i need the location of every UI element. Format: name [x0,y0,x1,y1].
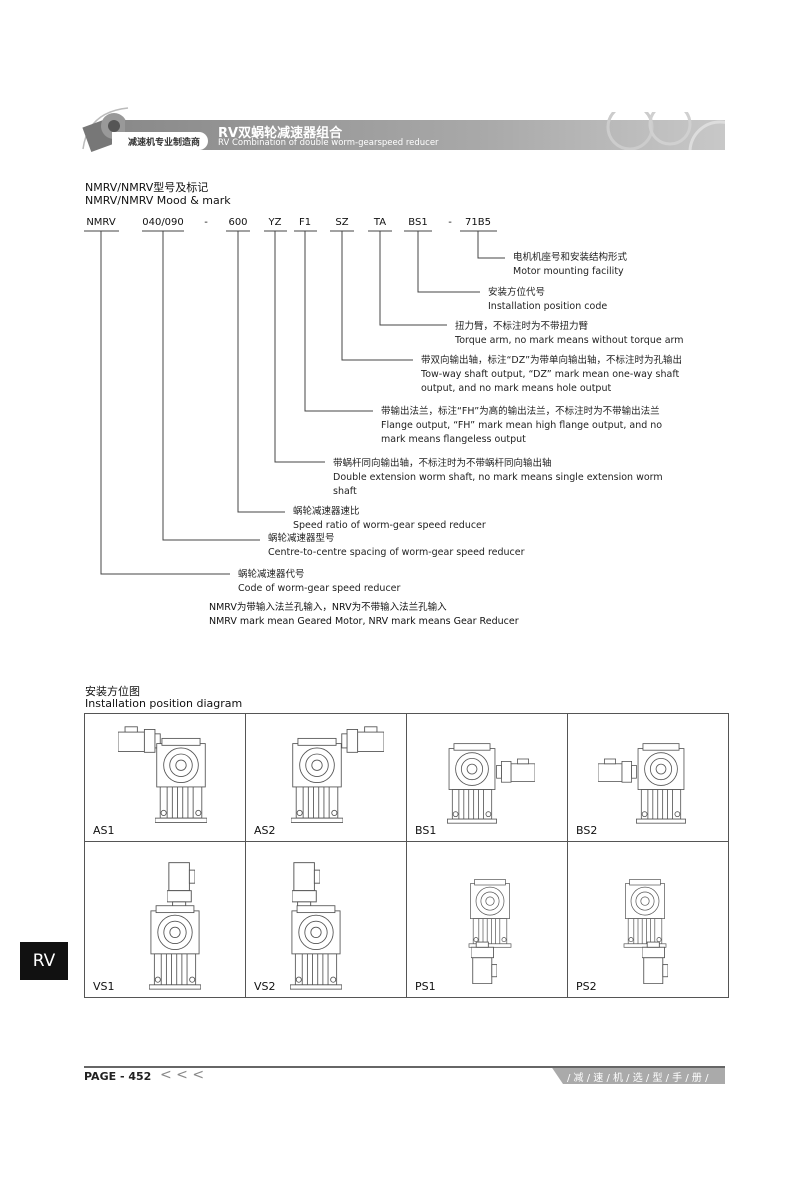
position-cell-ps2: PS2 [567,841,729,998]
position-cell-vs2: VS2 [245,841,407,998]
code-bs1: BS1 [408,217,428,228]
side-tab-rv: RV [20,942,68,980]
code-sz: SZ [335,217,349,228]
header-banner [125,120,725,150]
code-size: 040/090 [142,217,184,228]
bs2-diagram-icon [598,743,686,824]
header-tagline: 减速机专业制造商 [128,138,201,148]
code-dash-2: - [448,217,452,228]
ps2-diagram-icon [623,878,668,984]
install-section-title-cn: 安装方位图 [85,685,140,698]
vs2-diagram-icon [290,862,342,990]
position-cell-ps1: PS1 [406,841,568,998]
position-cell-bs2: BS2 [567,713,729,842]
position-cell-bs1: BS1 [406,713,568,842]
as2-diagram-icon [291,726,384,823]
model-section-title-cn: NMRV/NMRV型号及标记 [85,181,209,194]
code-f1: F1 [298,217,312,228]
footer-divider [84,1066,725,1068]
code-ratio: 600 [228,217,248,228]
bs1-diagram-icon [447,743,535,824]
ps1-diagram-icon [468,878,512,984]
as1-diagram-icon [118,726,207,823]
footer-tab [552,1068,725,1084]
install-section-title-en: Installation position diagram [85,697,243,710]
code-motor: 71B5 [465,217,491,228]
vs1-diagram-icon [149,862,201,990]
header-title-en: RV Combination of double worm-gearspeed … [218,138,439,148]
position-cell-as1: AS1 [84,713,246,842]
model-section-title-en: NMRV/NMRV Mood & mark [85,194,231,207]
code-nmrv: NMRV [86,217,116,228]
installation-position-table: AS1 AS2 BS1 BS2 VS1 VS2 PS1 PS2 [84,713,729,998]
gears-decoration-icon [606,112,725,150]
position-cell-as2: AS2 [245,713,407,842]
code-ta: TA [373,217,387,228]
footer-arrows: < < < [160,1067,205,1083]
code-yz: YZ [268,217,282,228]
position-cell-vs1: VS1 [84,841,246,998]
header-tagline-pill [112,132,208,150]
header-title-cn: RV双蜗轮减速器组合 [218,126,343,141]
page-number: PAGE - 452 [84,1070,152,1083]
code-dash: - [204,217,208,228]
connector-lines [84,230,505,575]
footer-manual-title: / 减 / 速 / 机 / 选 / 型 / 手 / 册 / [567,1073,709,1084]
